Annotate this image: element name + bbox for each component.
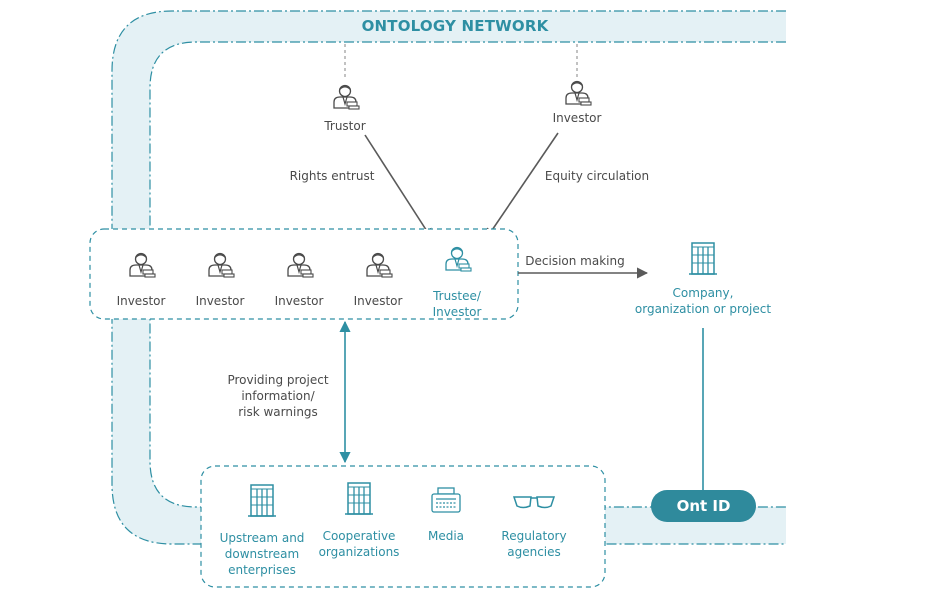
providing-info-line-3: risk warnings bbox=[238, 405, 318, 419]
upstream-label-line-2: downstream bbox=[224, 547, 300, 561]
equity-circulation-label: Equity circulation bbox=[544, 169, 650, 183]
equity-circulation-arrow bbox=[485, 132, 559, 240]
investor-3-label: Investor bbox=[274, 294, 324, 308]
providing-info-line-2: information/ bbox=[241, 389, 315, 403]
investor-top-person-icon bbox=[565, 80, 592, 106]
providing-info-label: Providing project information/ risk warn… bbox=[214, 372, 342, 420]
media-label: Media bbox=[427, 529, 465, 543]
cooperative-building-icon bbox=[344, 482, 374, 515]
cooperative-label-line-2: organizations bbox=[318, 545, 400, 559]
company-label: Company, organization or project bbox=[623, 285, 783, 317]
regulatory-label-line-1: Regulatory bbox=[501, 529, 567, 543]
upstream-building-icon bbox=[247, 484, 277, 517]
investor-1-label: Investor bbox=[116, 294, 166, 308]
decision-making-label: Decision making bbox=[525, 254, 625, 268]
trustee-label: Trustee/ Investor bbox=[412, 288, 502, 320]
trustee-label-line-2: Investor bbox=[432, 305, 482, 319]
investor-2-label: Investor bbox=[195, 294, 245, 308]
company-label-line-2: organization or project bbox=[634, 302, 772, 316]
regulatory-label: Regulatory agencies bbox=[489, 528, 579, 560]
trustor-person-icon bbox=[333, 84, 360, 110]
investor-4-label: Investor bbox=[353, 294, 403, 308]
network-title: ONTOLOGY NETWORK bbox=[361, 17, 549, 35]
upstream-label-line-1: Upstream and bbox=[219, 531, 305, 545]
stakeholder-group-box bbox=[200, 465, 606, 588]
trustor-label: Trustor bbox=[324, 119, 366, 133]
rights-entrust-arrow bbox=[364, 134, 433, 240]
ont-id-badge: Ont ID bbox=[651, 490, 756, 522]
cooperative-label-line-1: Cooperative bbox=[322, 529, 396, 543]
providing-info-line-1: Providing project bbox=[227, 373, 329, 387]
upstream-label-line-3: enterprises bbox=[228, 563, 296, 577]
regulatory-label-line-2: agencies bbox=[507, 545, 561, 559]
cooperative-label: Cooperative organizations bbox=[309, 528, 409, 560]
company-building-icon bbox=[688, 242, 718, 275]
rights-entrust-label: Rights entrust bbox=[289, 169, 375, 183]
investor-top-label: Investor bbox=[552, 111, 602, 125]
upstream-label: Upstream and downstream enterprises bbox=[212, 530, 312, 578]
company-label-line-1: Company, bbox=[672, 286, 734, 300]
trustee-label-line-1: Trustee/ bbox=[433, 289, 481, 303]
